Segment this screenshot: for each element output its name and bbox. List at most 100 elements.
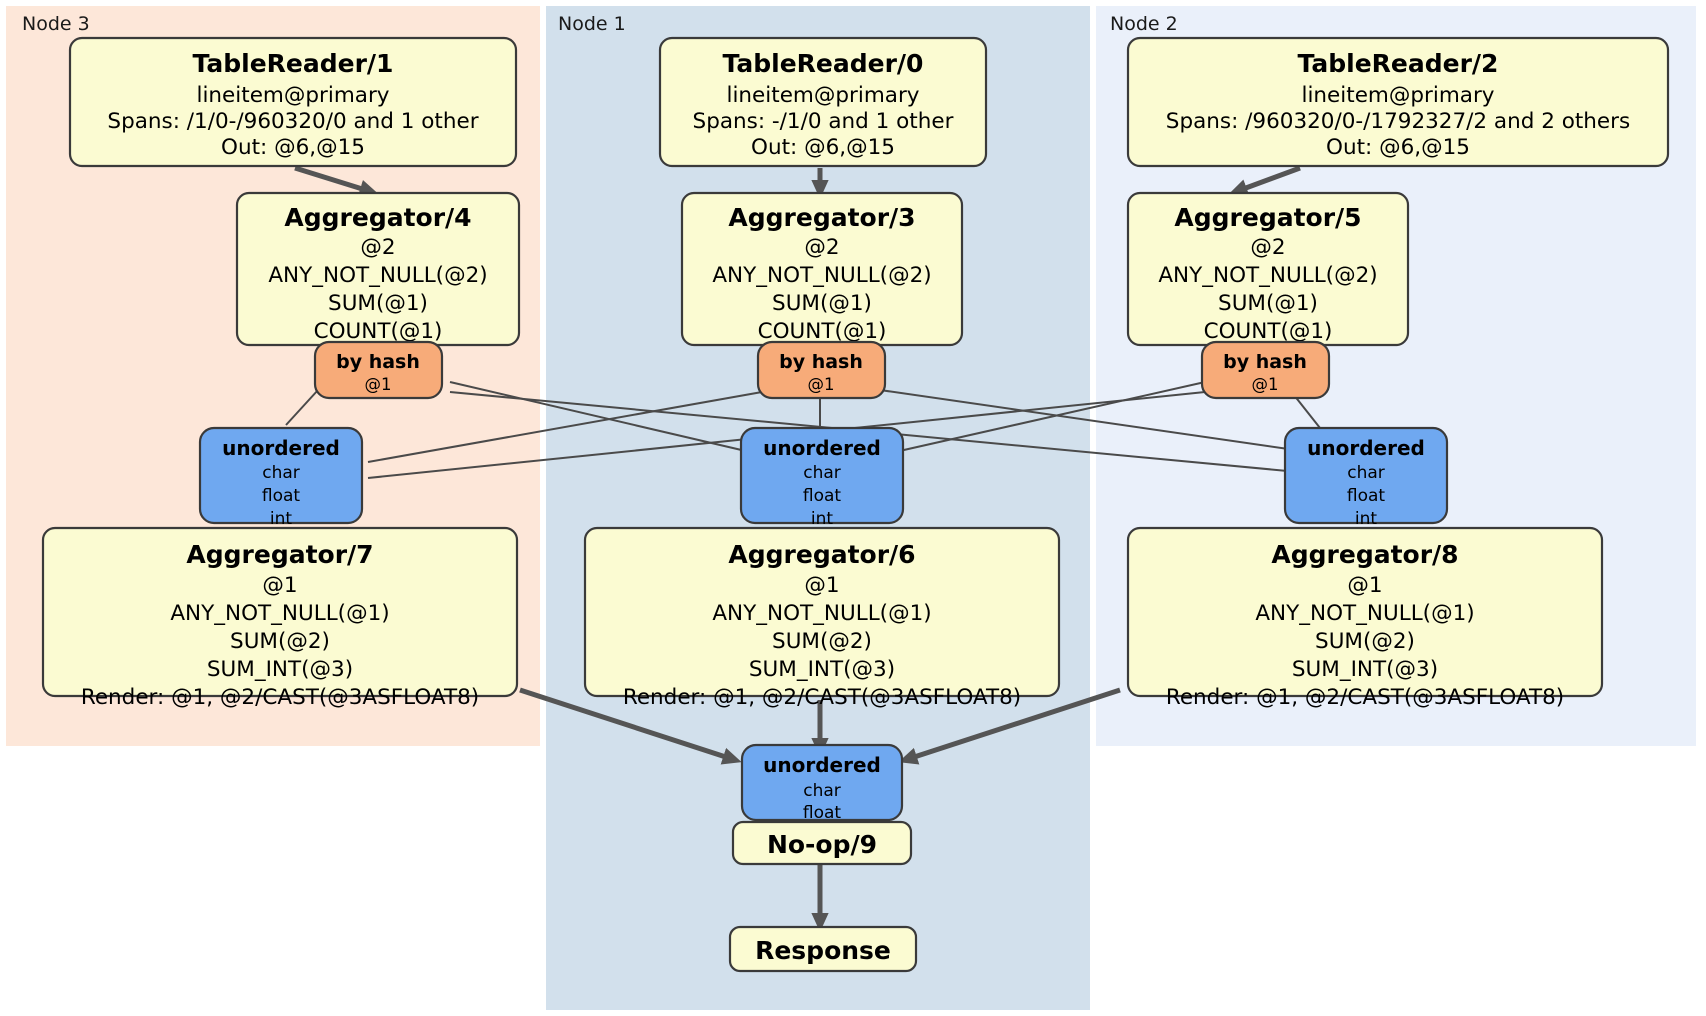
table-reader-0-title: TableReader/0 <box>723 49 924 78</box>
table-reader-1-title: TableReader/1 <box>193 49 394 78</box>
hash-router-right-title: by hash <box>1223 351 1307 373</box>
final-synchronizer-type-1: char <box>803 781 841 801</box>
table-reader-1-table: lineitem@primary <box>196 83 389 108</box>
no-op-9[interactable]: No-op/9 <box>731 820 913 866</box>
hash-router-center-title: by hash <box>779 351 863 373</box>
synchronizer-left[interactable]: unordered char float int <box>198 426 364 529</box>
edge-rleft-to-sleft <box>285 389 319 426</box>
synchronizer-right-type-3: int <box>1355 509 1377 529</box>
aggregator-3-group: @2 <box>804 235 839 260</box>
table-reader-2-table: lineitem@primary <box>1301 83 1494 108</box>
aggregator-7-render: Render: @1, @2/CAST(@3ASFLOAT8) <box>81 685 479 710</box>
aggregator-8-title: Aggregator/8 <box>1271 540 1458 569</box>
table-reader-1[interactable]: TableReader/1 lineitem@primary Spans: /1… <box>68 36 518 168</box>
aggregator-8-group: @1 <box>1347 573 1382 598</box>
aggregator-7-group: @1 <box>262 573 297 598</box>
final-synchronizer-title: unordered <box>763 753 881 777</box>
final-synchronizer[interactable]: unordered char float <box>740 743 904 823</box>
hash-router-right[interactable]: by hash @1 <box>1200 340 1331 400</box>
edge-rcenter-to-sleft <box>367 391 763 463</box>
hash-router-center[interactable]: by hash @1 <box>756 340 887 400</box>
synchronizer-right-type-1: char <box>1347 463 1385 483</box>
edge-tr2-to-agg5 <box>1228 165 1301 196</box>
edge-rcenter-to-sright <box>879 389 1331 456</box>
edge-agg8-to-final-sync <box>898 687 1121 765</box>
aggregator-5-func-1: ANY_NOT_NULL(@2) <box>1158 263 1377 288</box>
aggregator-3-func-2: SUM(@1) <box>772 291 872 316</box>
synchronizer-right-title: unordered <box>1307 436 1425 460</box>
aggregator-5-func-2: SUM(@1) <box>1218 291 1318 316</box>
table-reader-0-table: lineitem@primary <box>726 83 919 108</box>
hash-router-right-column: @1 <box>1252 375 1279 394</box>
aggregator-6-group: @1 <box>804 573 839 598</box>
aggregator-8-func-2: SUM(@2) <box>1315 629 1415 654</box>
table-reader-2[interactable]: TableReader/2 lineitem@primary Spans: /9… <box>1126 36 1670 168</box>
aggregator-6-func-1: ANY_NOT_NULL(@1) <box>712 601 931 626</box>
aggregator-4-func-1: ANY_NOT_NULL(@2) <box>268 263 487 288</box>
aggregator-3[interactable]: Aggregator/3 @2 ANY_NOT_NULL(@2) SUM(@1)… <box>680 191 964 347</box>
aggregator-7-title: Aggregator/7 <box>186 540 373 569</box>
synchronizer-left-type-3: int <box>270 509 292 529</box>
synchronizer-left-type-1: char <box>262 463 300 483</box>
synchronizer-center-title: unordered <box>763 436 881 460</box>
aggregator-6-func-2: SUM(@2) <box>772 629 872 654</box>
synchronizer-center-type-2: float <box>803 486 842 506</box>
aggregator-8[interactable]: Aggregator/8 @1 ANY_NOT_NULL(@1) SUM(@2)… <box>1126 526 1604 710</box>
edges-aggregator-to-final <box>519 687 1121 932</box>
table-reader-1-spans: Spans: /1/0-/960320/0 and 1 other <box>107 109 478 134</box>
aggregator-7-func-3: SUM_INT(@3) <box>207 657 353 682</box>
aggregator-6[interactable]: Aggregator/6 @1 ANY_NOT_NULL(@1) SUM(@2)… <box>583 526 1061 710</box>
aggregator-3-func-1: ANY_NOT_NULL(@2) <box>712 263 931 288</box>
aggregator-5-func-3: COUNT(@1) <box>1204 319 1333 344</box>
aggregator-8-func-1: ANY_NOT_NULL(@1) <box>1255 601 1474 626</box>
edge-rleft-to-scenter <box>449 381 751 453</box>
synchronizer-center-type-3: int <box>811 509 833 529</box>
table-reader-2-spans: Spans: /960320/0-/1792327/2 and 2 others <box>1166 109 1630 134</box>
hash-router-left[interactable]: by hash @1 <box>313 340 444 400</box>
panel-node3-label: Node 3 <box>22 13 90 35</box>
final-synchronizer-type-2: float <box>803 803 842 823</box>
aggregator-4-title: Aggregator/4 <box>284 203 471 232</box>
synchronizer-right[interactable]: unordered char float int <box>1283 426 1449 529</box>
hash-router-left-title: by hash <box>336 351 420 373</box>
synchronizer-center[interactable]: unordered char float int <box>739 426 905 529</box>
synchronizer-center-type-1: char <box>803 463 841 483</box>
aggregator-5-group: @2 <box>1250 235 1285 260</box>
aggregator-8-render: Render: @1, @2/CAST(@3ASFLOAT8) <box>1166 685 1564 710</box>
aggregator-4[interactable]: Aggregator/4 @2 ANY_NOT_NULL(@2) SUM(@1)… <box>235 191 521 347</box>
aggregator-7[interactable]: Aggregator/7 @1 ANY_NOT_NULL(@1) SUM(@2)… <box>41 526 519 710</box>
table-reader-0-out: Out: @6,@15 <box>751 135 895 160</box>
synchronizer-left-title: unordered <box>222 436 340 460</box>
aggregator-4-func-2: SUM(@1) <box>328 291 428 316</box>
response-node-title: Response <box>755 936 891 965</box>
aggregator-5[interactable]: Aggregator/5 @2 ANY_NOT_NULL(@2) SUM(@1)… <box>1126 191 1410 347</box>
edge-rright-to-scenter <box>894 381 1206 453</box>
edge-tr1-to-agg4 <box>294 165 379 197</box>
hash-router-center-column: @1 <box>808 375 835 394</box>
aggregator-6-title: Aggregator/6 <box>728 540 915 569</box>
aggregator-3-func-3: COUNT(@1) <box>758 319 887 344</box>
aggregator-7-func-2: SUM(@2) <box>230 629 330 654</box>
aggregator-3-title: Aggregator/3 <box>728 203 915 232</box>
aggregator-6-func-3: SUM_INT(@3) <box>749 657 895 682</box>
table-reader-2-out: Out: @6,@15 <box>1326 135 1470 160</box>
response-node[interactable]: Response <box>728 925 918 973</box>
table-reader-0-spans: Spans: -/1/0 and 1 other <box>693 109 954 134</box>
aggregator-5-title: Aggregator/5 <box>1174 203 1361 232</box>
aggregator-4-group: @2 <box>360 235 395 260</box>
aggregator-8-func-3: SUM_INT(@3) <box>1292 657 1438 682</box>
table-reader-2-title: TableReader/2 <box>1298 49 1499 78</box>
no-op-9-title: No-op/9 <box>767 830 877 859</box>
synchronizer-right-type-2: float <box>1347 486 1386 506</box>
table-reader-0[interactable]: TableReader/0 lineitem@primary Spans: -/… <box>658 36 988 168</box>
aggregator-7-func-1: ANY_NOT_NULL(@1) <box>170 601 389 626</box>
aggregator-6-render: Render: @1, @2/CAST(@3ASFLOAT8) <box>623 685 1021 710</box>
aggregator-4-func-3: COUNT(@1) <box>314 319 443 344</box>
table-reader-1-out: Out: @6,@15 <box>221 135 365 160</box>
panel-node2-label: Node 2 <box>1110 13 1178 35</box>
edge-agg7-to-final-sync <box>519 687 742 765</box>
hash-router-left-column: @1 <box>365 375 392 394</box>
edges-reader-to-aggregator <box>294 165 1301 199</box>
